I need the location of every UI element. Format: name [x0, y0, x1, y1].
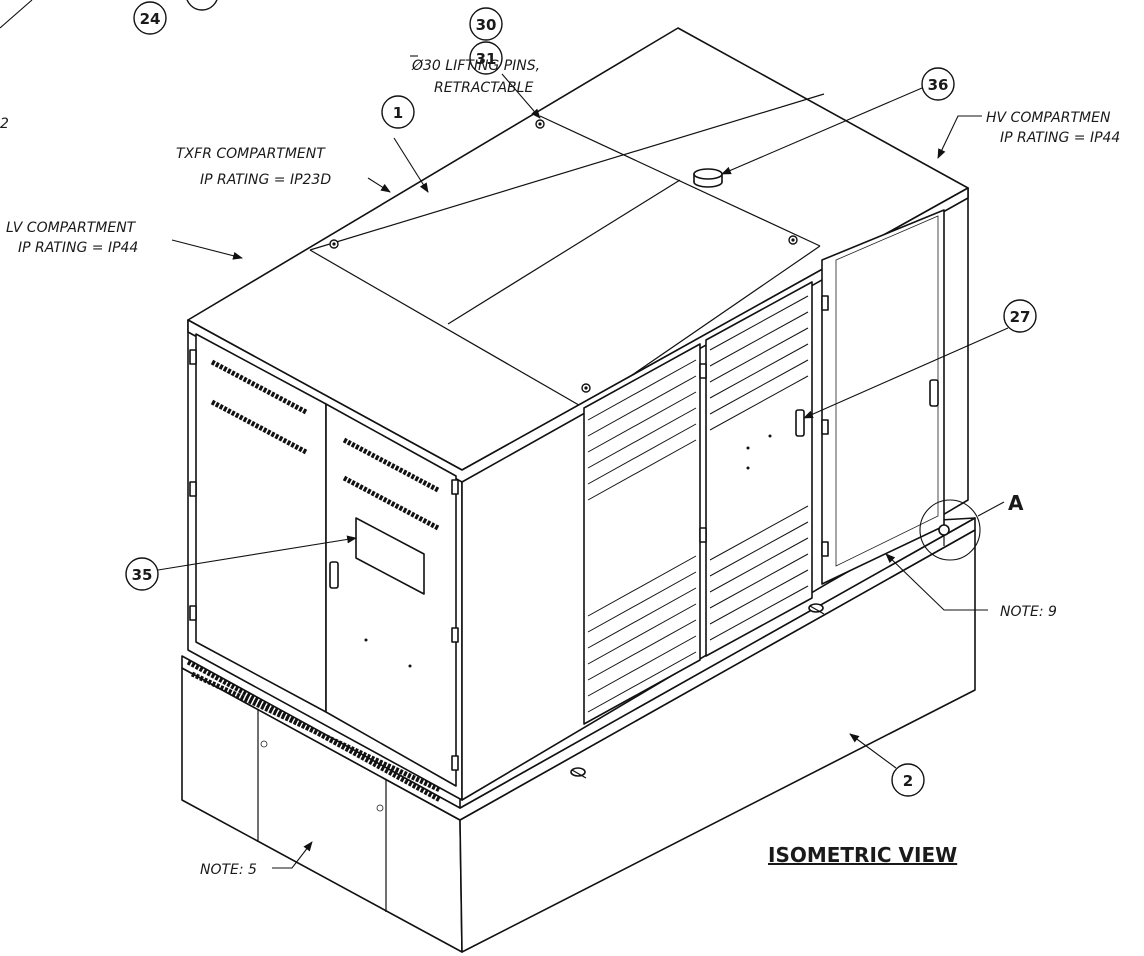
hv-door-handle	[929, 379, 939, 407]
txfr-ip-rating-label: IP RATING = IP23D	[200, 172, 331, 188]
lifting-pins-label-2: RETRACTABLE	[434, 80, 533, 96]
note-9-label: NOTE: 9	[1000, 604, 1057, 620]
svg-text:36: 36	[928, 76, 949, 94]
balloon-1: 1	[381, 95, 415, 129]
balloon-27: 27	[1003, 299, 1037, 333]
lifting-pins-label: Ø30 LIFTING PINS,	[411, 58, 540, 74]
svg-text:30: 30	[476, 16, 497, 34]
base-vent-strip	[186, 659, 442, 803]
balloon-35: 35	[125, 557, 159, 591]
lv-ip-rating-label: IP RATING = IP44	[18, 240, 138, 256]
balloon-partial-top	[186, 0, 218, 11]
enclosure-body	[181, 27, 976, 953]
lifting-pin-rear	[808, 603, 825, 615]
txfr-door-handle	[795, 409, 805, 437]
svg-text:1: 1	[393, 104, 403, 122]
txfr-compartment-label: TXFR COMPARTMENT	[176, 146, 326, 162]
view-title: ISOMETRIC VIEW	[768, 843, 957, 867]
detail-a-label: A	[1008, 491, 1024, 515]
name-plate	[355, 517, 425, 595]
svg-text:35: 35	[132, 566, 153, 584]
hv-compartment-label: HV COMPARTMEN	[986, 110, 1111, 126]
leaders	[0, 0, 1009, 869]
lv-compartment-label: LV COMPARTMENT	[6, 220, 137, 236]
svg-text:24: 24	[140, 10, 161, 28]
txfr-louvre-doors	[583, 281, 813, 725]
svg-text:27: 27	[1010, 308, 1031, 326]
svg-text:31: 31	[476, 50, 497, 68]
lifting-pin-front	[570, 767, 587, 779]
svg-text:2: 2	[903, 772, 913, 790]
balloon-2: 2	[891, 763, 925, 797]
balloon-30: 30	[469, 7, 503, 41]
roof-vent-cap	[693, 168, 723, 188]
stray-2: 2	[0, 116, 9, 132]
balloon-24: 24	[133, 1, 167, 35]
earth-stud	[938, 524, 950, 546]
note-5-label: NOTE: 5	[200, 862, 257, 878]
roof-overhang	[187, 187, 969, 483]
hv-ip-rating-label: IP RATING = IP44	[1000, 130, 1120, 146]
lv-doors	[189, 333, 459, 787]
lv-door-handle	[329, 561, 339, 589]
hv-door	[821, 209, 945, 585]
balloon-31: 31	[469, 41, 503, 75]
balloon-36: 36	[921, 67, 955, 101]
detail-a-circle	[919, 499, 981, 561]
